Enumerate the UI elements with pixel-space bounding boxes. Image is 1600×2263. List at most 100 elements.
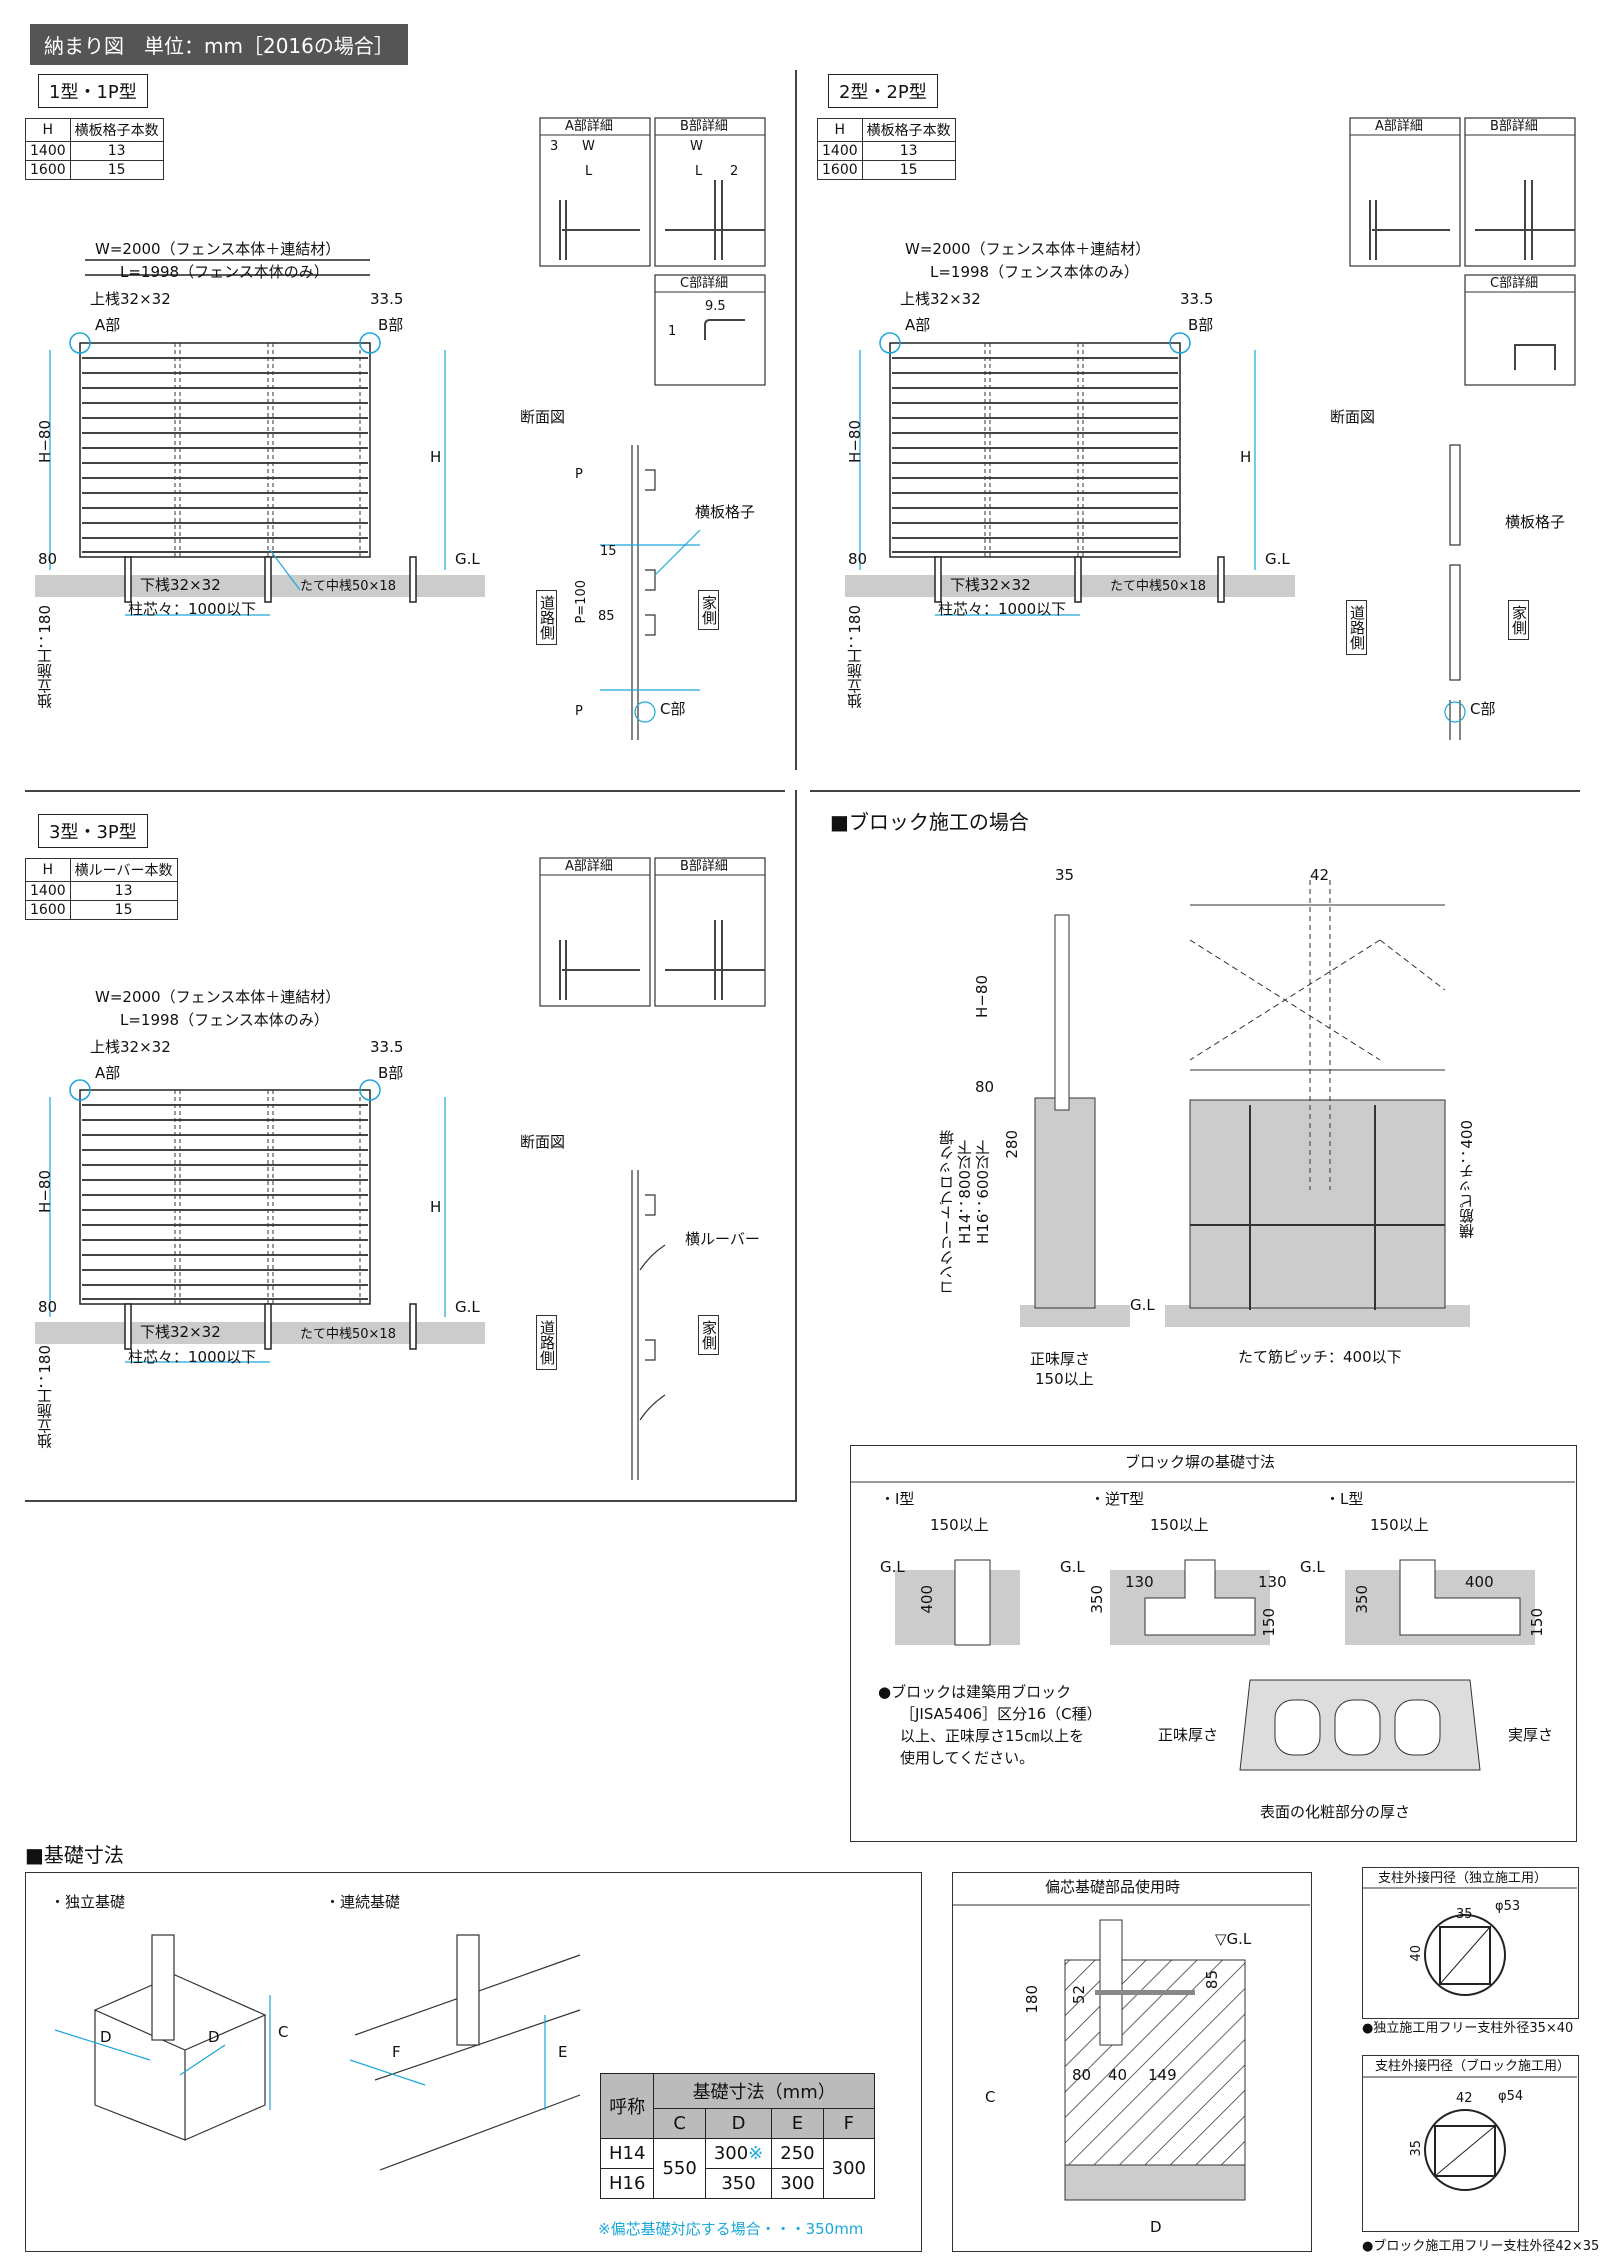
foundation-note: ※偏芯基礎対応する場合・・・350mm <box>598 2220 864 2238</box>
a-detail-title: A部詳細 <box>565 119 613 134</box>
b-detail-title: B部詳細 <box>680 119 728 134</box>
dim-w: W=2000（フェンス本体＋連結材） <box>905 240 1151 258</box>
t-over150: 150以上 <box>1150 1516 1209 1534</box>
note-line-4: 使用してください。 <box>900 1749 1035 1767</box>
section-title: 断面図 <box>520 1133 566 1151</box>
circle1-d: φ53 <box>1495 1899 1521 1914</box>
table-cell: 300 <box>822 2138 875 2199</box>
circle2-title: 支柱外接円径（ブロック施工用） <box>1375 2059 1571 2074</box>
table-header: C <box>653 2108 706 2139</box>
dim-l: L=1998（フェンス本体のみ） <box>120 1011 329 1029</box>
block-fnd-frame <box>850 1445 1577 1842</box>
panel-frame <box>25 1500 797 1502</box>
c95: 9.5 <box>705 299 726 314</box>
t-gl: G.L <box>1060 1558 1085 1576</box>
letter-d1: D <box>100 2028 112 2046</box>
circle2-d: φ54 <box>1498 2089 1524 2104</box>
v35: 35 <box>1055 866 1075 884</box>
table-cell: 350 <box>704 2168 773 2199</box>
b-detail-title: B部詳細 <box>680 859 728 874</box>
table-cell: 550 <box>653 2138 706 2199</box>
val-335: 33.5 <box>1180 290 1214 308</box>
letter-f: F <box>392 2043 401 2061</box>
block-title: ■ブロック施工の場合 <box>830 810 1029 834</box>
b-w: W <box>690 139 703 154</box>
table-cell: 15 <box>861 160 956 180</box>
bottom-rail-label: 下桟32×32 <box>140 576 221 594</box>
surface-thick: 表面の化粧部分の厚さ <box>1260 1803 1411 1821</box>
note-line-2: ［JISA5406］区分16（C種） <box>900 1705 1102 1723</box>
c-detail-title: C部詳細 <box>680 276 729 291</box>
eccentric-d: D <box>1150 2218 1162 2236</box>
divider-vertical <box>795 70 797 770</box>
block-fnd-title: ブロック塀の基礎寸法 <box>1125 1453 1276 1471</box>
table-cell: 1600 <box>817 160 863 180</box>
circle2-a: 42 <box>1456 2091 1473 2106</box>
pitch-label: 柱芯々：1000以下 <box>938 600 1067 618</box>
v42: 42 <box>1310 866 1330 884</box>
note-line-1: ●ブロックは建築用ブロック <box>878 1683 1072 1701</box>
eccentric-title: 偏芯基礎部品使用時 <box>1045 1878 1181 1896</box>
i-gl: G.L <box>880 1558 905 1576</box>
cont-title: ・連続基礎 <box>325 1893 401 1911</box>
v85: 85 <box>598 609 615 624</box>
type1-fence-drawing <box>35 117 766 740</box>
table-header: 横ルーバー本数 <box>69 858 178 882</box>
c-detail-title: C部詳細 <box>1490 276 1539 291</box>
house-side: 家側 <box>698 1315 719 1355</box>
table-cell: 15 <box>69 160 164 180</box>
a-part-label: A部 <box>95 316 121 334</box>
type2-fence-drawing <box>845 117 1576 740</box>
b-part-label: B部 <box>1188 316 1214 334</box>
v80: 80 <box>1072 2066 1092 2084</box>
mid-post-label: たて中桟50×18 <box>300 579 396 594</box>
page-title: 納まり図 単位：mm［2016の場合］ <box>30 24 408 65</box>
a-detail-title: A部詳細 <box>565 859 613 874</box>
h-label: H <box>430 448 442 466</box>
dim-w: W=2000（フェンス本体＋連結材） <box>95 240 341 258</box>
table-cell: 300 <box>771 2168 824 2199</box>
type2-label: 2型・2P型 <box>828 74 938 108</box>
letter-e: E <box>558 2043 568 2061</box>
a-w: W <box>582 139 595 154</box>
table-cell: H16 <box>599 2168 655 2199</box>
l-type: ・L型 <box>1325 1490 1364 1508</box>
a-part-label: A部 <box>95 1064 121 1082</box>
circle1-b: 40 <box>1409 1945 1424 1962</box>
l-over150: 150以上 <box>1370 1516 1429 1534</box>
i-type: ・I型 <box>880 1490 915 1508</box>
circle2-note: ●ブロック施工用フリー支柱外径42×35 <box>1362 2239 1600 2254</box>
v15: 15 <box>600 544 617 559</box>
v40: 40 <box>1108 2066 1128 2084</box>
table-header: H <box>25 858 71 882</box>
bottom-rail-label: 下桟32×32 <box>950 576 1031 594</box>
i-over150: 150以上 <box>930 1516 989 1534</box>
table-header: 基礎寸法（mm） <box>653 2073 875 2109</box>
pitch-label: 柱芯々：1000以下 <box>128 1348 257 1366</box>
table-header: 横板格子本数 <box>861 118 956 142</box>
type1-label: 1型・1P型 <box>38 74 148 108</box>
bottom-rail-label: 下桟32×32 <box>140 1323 221 1341</box>
thick2: 150以上 <box>1035 1370 1094 1388</box>
dim-l: L=1998（フェンス本体のみ） <box>930 263 1139 281</box>
foundation-table: 呼称 基礎寸法（mm） C D E F H14 550 300※ 250 300… <box>599 2073 875 2199</box>
eccentric-gl: ▽G.L <box>1215 1930 1252 1948</box>
thick: 正味厚さ <box>1030 1350 1091 1368</box>
d14-mark: ※ <box>748 2143 764 2164</box>
house-side: 家側 <box>698 590 719 630</box>
section-title: 断面図 <box>1330 408 1376 426</box>
b-detail-title: B部詳細 <box>1490 119 1538 134</box>
gl-label: G.L <box>455 550 480 568</box>
road-side: 道路側 <box>536 1315 557 1370</box>
block-fnd-drawing <box>850 1481 1575 1771</box>
table-cell: 1400 <box>25 141 71 161</box>
slat-label: 横板格子 <box>1505 513 1566 531</box>
a-part-label: A部 <box>905 316 931 334</box>
letter-c: C <box>278 2023 289 2041</box>
indep-title: ・独立基礎 <box>50 1893 126 1911</box>
table-cell: 1600 <box>25 160 71 180</box>
note-line-3: 以上、正味厚さ15㎝以上を <box>900 1727 1085 1745</box>
